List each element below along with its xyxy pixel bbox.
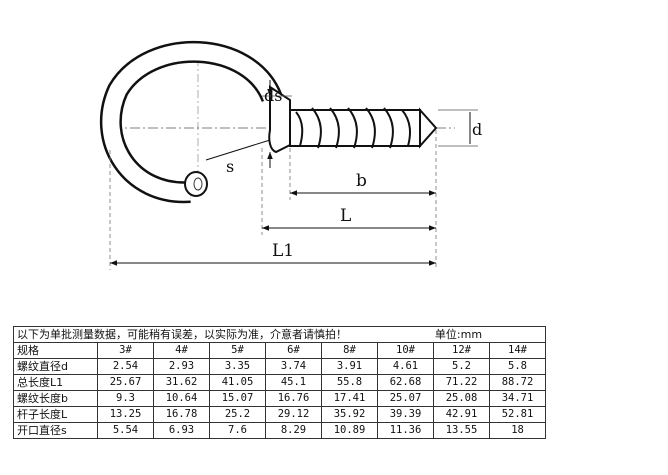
table-cell: 25.2 [209,406,266,423]
table-cell: 10.64 [153,390,210,407]
label-d: d [472,120,482,139]
table-cell: 42.91 [433,406,490,423]
table-cell: 16.76 [265,390,322,407]
table-cell: 8# [321,342,378,359]
label-L1: L1 [272,241,294,261]
table-cell: 55.8 [321,374,378,391]
table-cell: 2.54 [97,358,154,375]
table-cell: 7.6 [209,422,266,439]
table-cell: 4.61 [377,358,434,375]
row-label: 规格 [13,342,98,359]
row-label: 螺纹直径d [13,358,98,375]
table-cell: 25.08 [433,390,490,407]
hook-eye [99,40,291,204]
table-cell: 18 [488,422,547,439]
dimension-d: d [438,109,482,147]
table-cell: 3# [97,342,154,359]
table-cell: 5# [209,342,266,359]
dimension-L: L [262,206,436,231]
table-cell: 45.1 [265,374,322,391]
table-cell: 15.07 [209,390,266,407]
table-cell: 41.05 [209,374,266,391]
table-cell: 12# [433,342,490,359]
table-cell: 71.22 [433,374,490,391]
table-cell: 14# [488,342,547,359]
row-label: 螺纹长度b [13,390,98,407]
label-s: s [226,157,234,176]
table-cell: 5.54 [97,422,154,439]
unit-label: 单位:mm [434,328,483,341]
label-ds: ds [264,86,282,105]
table-cell: 52.81 [488,406,547,423]
table-cell: 35.92 [321,406,378,423]
table-cell: 3.74 [265,358,322,375]
row-label: 开口直径s [13,422,98,439]
table-cell: 34.71 [488,390,547,407]
table-cell: 2.93 [153,358,210,375]
table-cell: 5.2 [433,358,490,375]
table-cell: 10.89 [321,422,378,439]
row-label: 杆子长度L [13,406,98,423]
table-cell: 25.07 [377,390,434,407]
dimension-s: s [205,139,271,176]
table-cell: 3.91 [321,358,378,375]
dimension-L1: L1 [110,241,436,266]
table-cell: 39.39 [377,406,434,423]
table-cell: 4# [153,342,210,359]
table-cell: 13.55 [433,422,490,439]
table-cell: 6.93 [153,422,210,439]
table-cell: 11.36 [377,422,434,439]
table-cell: 62.68 [377,374,434,391]
table-cell: 9.3 [97,390,154,407]
label-L: L [340,206,351,226]
note-row: 以下为单批测量数据，可能稍有误差，以实际为准，介意者请慎拍！ 单位:mm [12,326,547,343]
table-cell: 25.67 [97,374,154,391]
screw-hook-diagram: ds d s b L L1 [99,40,482,270]
dimension-b: b [290,171,436,196]
threaded-shank [289,107,438,149]
table-cell: 17.41 [321,390,378,407]
table-cell: 10# [377,342,434,359]
dimension-ds: ds [262,80,292,168]
label-b: b [356,171,367,191]
table-cell: 8.29 [265,422,322,439]
row-label: 总长度L1 [13,374,98,391]
table-cell: 88.72 [488,374,547,391]
measurement-note: 以下为单批测量数据，可能稍有误差，以实际为准，介意者请慎拍！ [17,328,347,341]
table-cell: 5.8 [488,358,547,375]
table-cell: 13.25 [97,406,154,423]
table-cell: 6# [265,342,322,359]
table-cell: 31.62 [153,374,210,391]
table-cell: 29.12 [265,406,322,423]
table-cell: 16.78 [153,406,210,423]
table-cell: 3.35 [209,358,266,375]
